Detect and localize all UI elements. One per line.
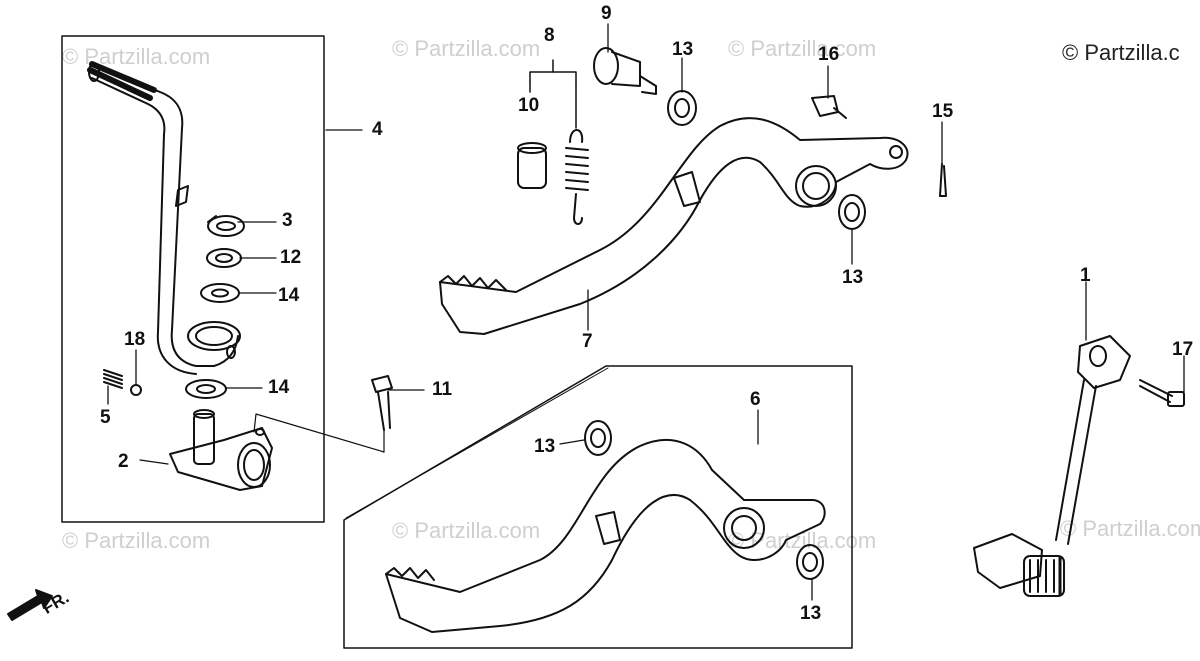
callout-14: 14 [278, 285, 300, 306]
part-2-pivot [169, 409, 273, 491]
callout-10: 10 [518, 95, 540, 116]
callout-8: 8 [544, 25, 555, 46]
part-9-pivot-bolt [593, 47, 657, 95]
callout-1: 1 [1080, 265, 1091, 286]
callout-5: 5 [100, 407, 111, 428]
copyright-text: © Partzilla.c [1062, 40, 1180, 65]
part-8-spring [565, 129, 589, 225]
callout-16: 16 [818, 44, 840, 65]
part-10-collar [517, 142, 547, 189]
watermark: © Partzilla.com [392, 36, 541, 61]
callout-11: 11 [432, 379, 453, 400]
part-17-bolt [1139, 379, 1185, 407]
part-14-upper-washer [200, 283, 240, 303]
watermark: © Partzilla.com [62, 44, 211, 69]
part-5-spring [103, 369, 123, 389]
callout-14: 14 [268, 377, 290, 398]
pedal-group-frame [343, 365, 853, 649]
callout-13: 13 [534, 436, 556, 457]
watermark: © Partzilla.com [392, 518, 541, 543]
callout-18: 18 [124, 329, 146, 350]
callout-7: 7 [582, 331, 593, 352]
part-1-shift-pedal [973, 335, 1131, 597]
part-6-brake-pedal [385, 438, 826, 633]
connector-line [253, 413, 385, 453]
part-13-seal-right [838, 194, 866, 230]
callout-13: 13 [800, 603, 822, 624]
callout-6: 6 [750, 389, 761, 410]
watermark: © Partzilla.com [62, 528, 211, 553]
callout-9: 9 [601, 3, 612, 24]
callout-12: 12 [280, 247, 302, 268]
callout-13: 13 [672, 39, 694, 60]
kick-group-frame [61, 35, 325, 523]
part-15-cotter-pin [939, 163, 947, 197]
direction-arrow [7, 589, 53, 621]
callout-3: 3 [282, 210, 293, 231]
part-13-seal-top [667, 90, 697, 126]
part-13-seal-mid [584, 420, 612, 456]
part-18-ball [130, 384, 142, 396]
callout-13: 13 [842, 267, 864, 288]
part-12-washer [206, 248, 242, 268]
part-7-brake-pedal [439, 117, 909, 335]
part-14-lower-washer [185, 379, 227, 399]
watermark: © Partzilla.com [728, 36, 877, 61]
watermark: © Partzilla.com [1060, 516, 1200, 541]
callout-4: 4 [372, 119, 383, 140]
kick-starter-arm [87, 61, 241, 375]
callout-2: 2 [118, 451, 129, 472]
part-16-clip [811, 95, 847, 119]
callout-15: 15 [932, 101, 954, 122]
callout-17: 17 [1172, 339, 1194, 360]
bracket-8 [529, 71, 577, 83]
part-11-bolt [371, 375, 393, 431]
part-13-seal-bottom [796, 544, 824, 580]
part-3-clip [207, 215, 245, 237]
